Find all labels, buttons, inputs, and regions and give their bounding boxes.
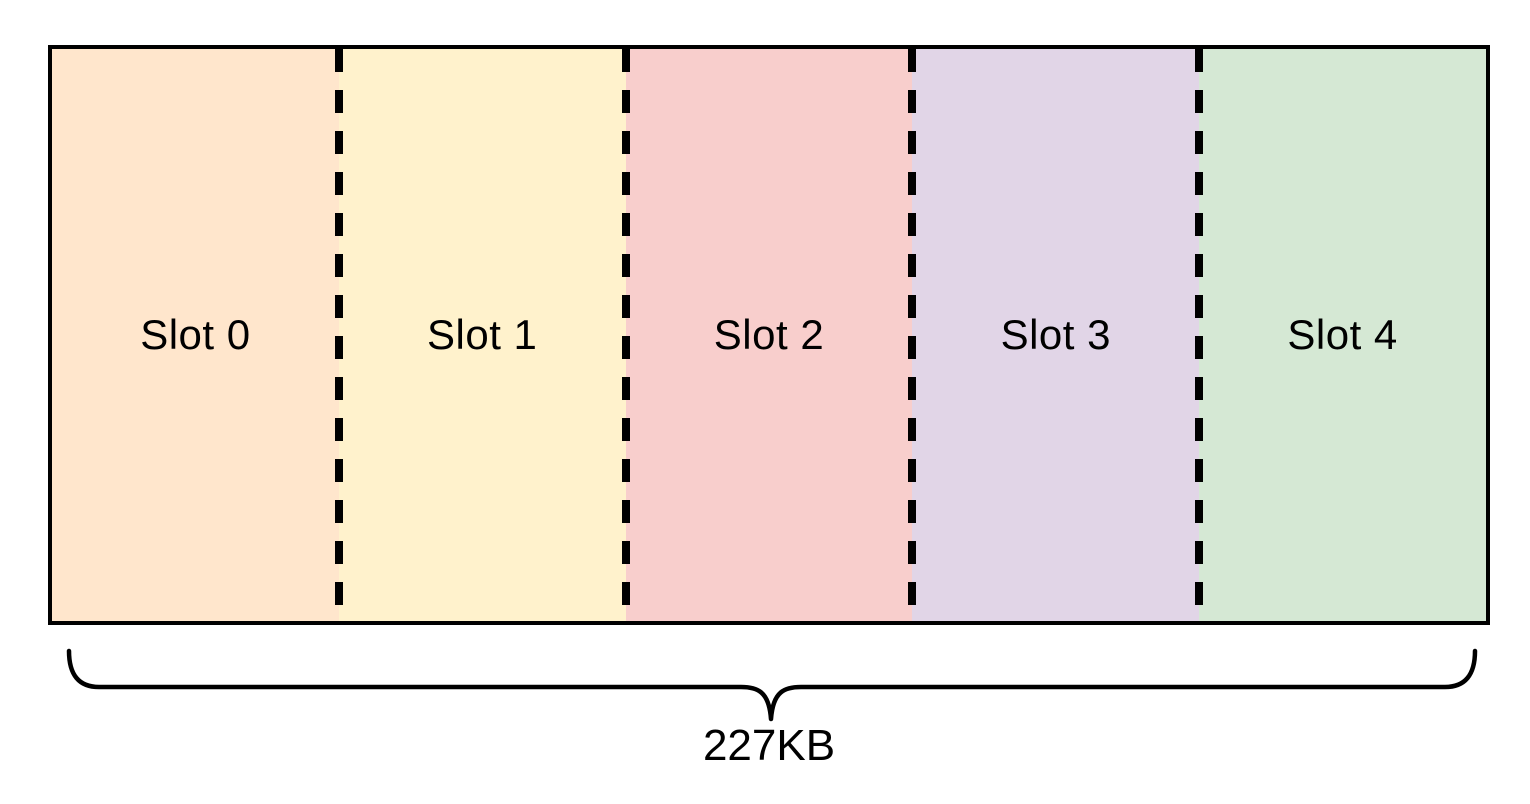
slot-divider-3 <box>908 49 917 621</box>
slot-divider-2 <box>621 49 630 621</box>
slot-0-label: Slot 0 <box>140 311 251 358</box>
slot-region-1: Slot 1 <box>338 49 626 621</box>
total-size-label: 227KB <box>702 721 836 770</box>
slot-region-0: Slot 0 <box>52 49 339 621</box>
slot-region-2: Slot 2 <box>625 49 913 621</box>
slot-4-label: Slot 4 <box>1287 311 1398 358</box>
slot-divider-4 <box>1195 49 1204 621</box>
total-size-brace-icon <box>66 648 1478 722</box>
slot-3-label: Slot 3 <box>1000 311 1111 358</box>
slot-2-label: Slot 2 <box>713 311 825 358</box>
slot-1-label: Slot 1 <box>426 311 538 358</box>
slot-divider-1 <box>334 49 343 621</box>
slot-region-3: Slot 3 <box>912 49 1200 621</box>
slot-region-4: Slot 4 <box>1199 49 1486 621</box>
memory-slots-box: Slot 0 Slot 1 Slot 2 Slot 3 Slot 4 <box>48 45 1490 625</box>
